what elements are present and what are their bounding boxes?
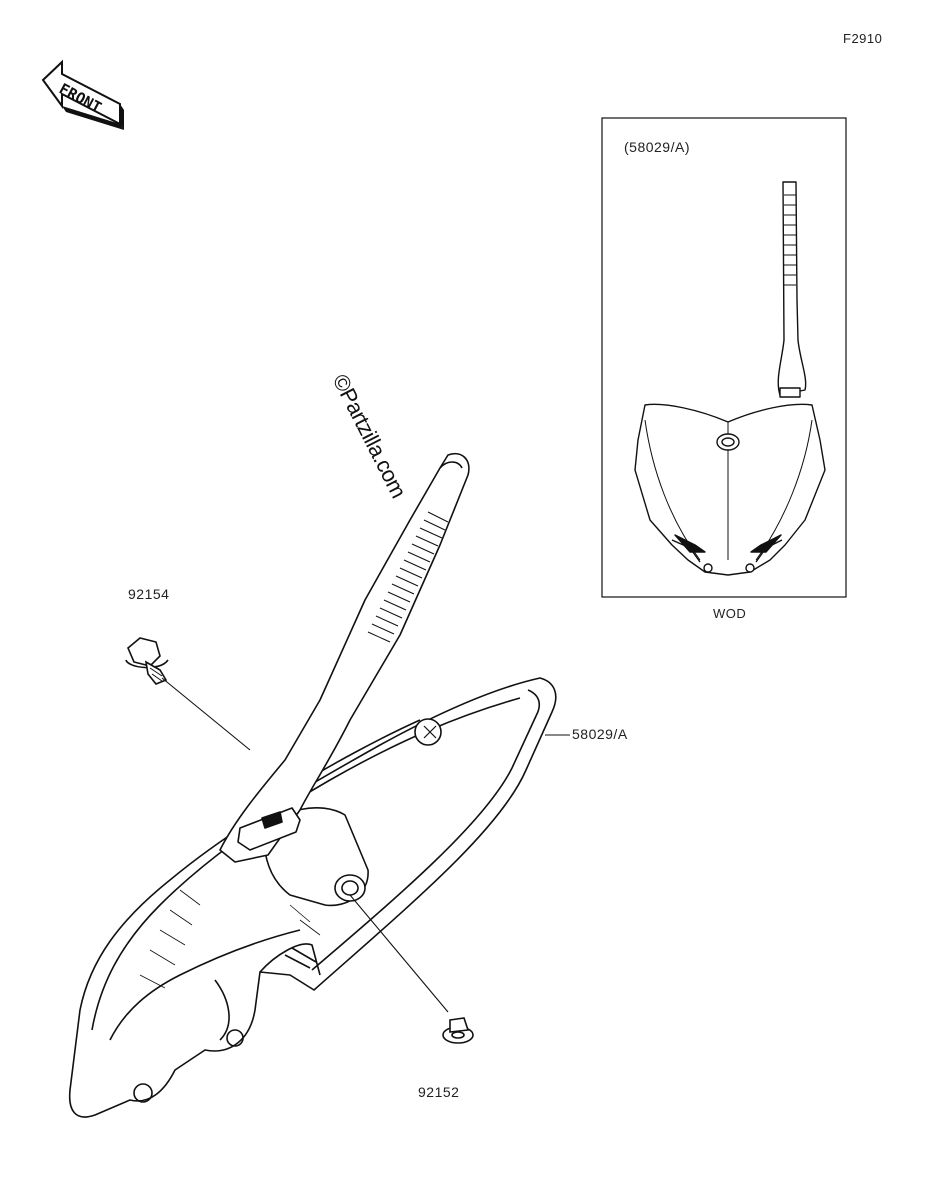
figure-code: F2910: [843, 31, 883, 46]
inset-title: (58029/A): [624, 139, 690, 155]
bolt-92154-drawing: [125, 637, 169, 685]
part-label-92154[interactable]: 92154: [128, 586, 170, 602]
front-arrow-icon: FRONT: [41, 59, 124, 130]
part-label-58029a[interactable]: 58029/A: [572, 726, 628, 742]
inset-frame: [601, 117, 847, 598]
leader-line-92152: [349, 894, 449, 1013]
mounting-stay-drawing: [219, 453, 470, 863]
part-label-92152[interactable]: 92152: [418, 1084, 460, 1100]
number-plate-inset-drawing: [634, 181, 826, 576]
grommet-92152-drawing: [442, 1017, 474, 1044]
leader-line-92154: [161, 677, 251, 751]
inset-subtitle: WOD: [713, 606, 747, 621]
